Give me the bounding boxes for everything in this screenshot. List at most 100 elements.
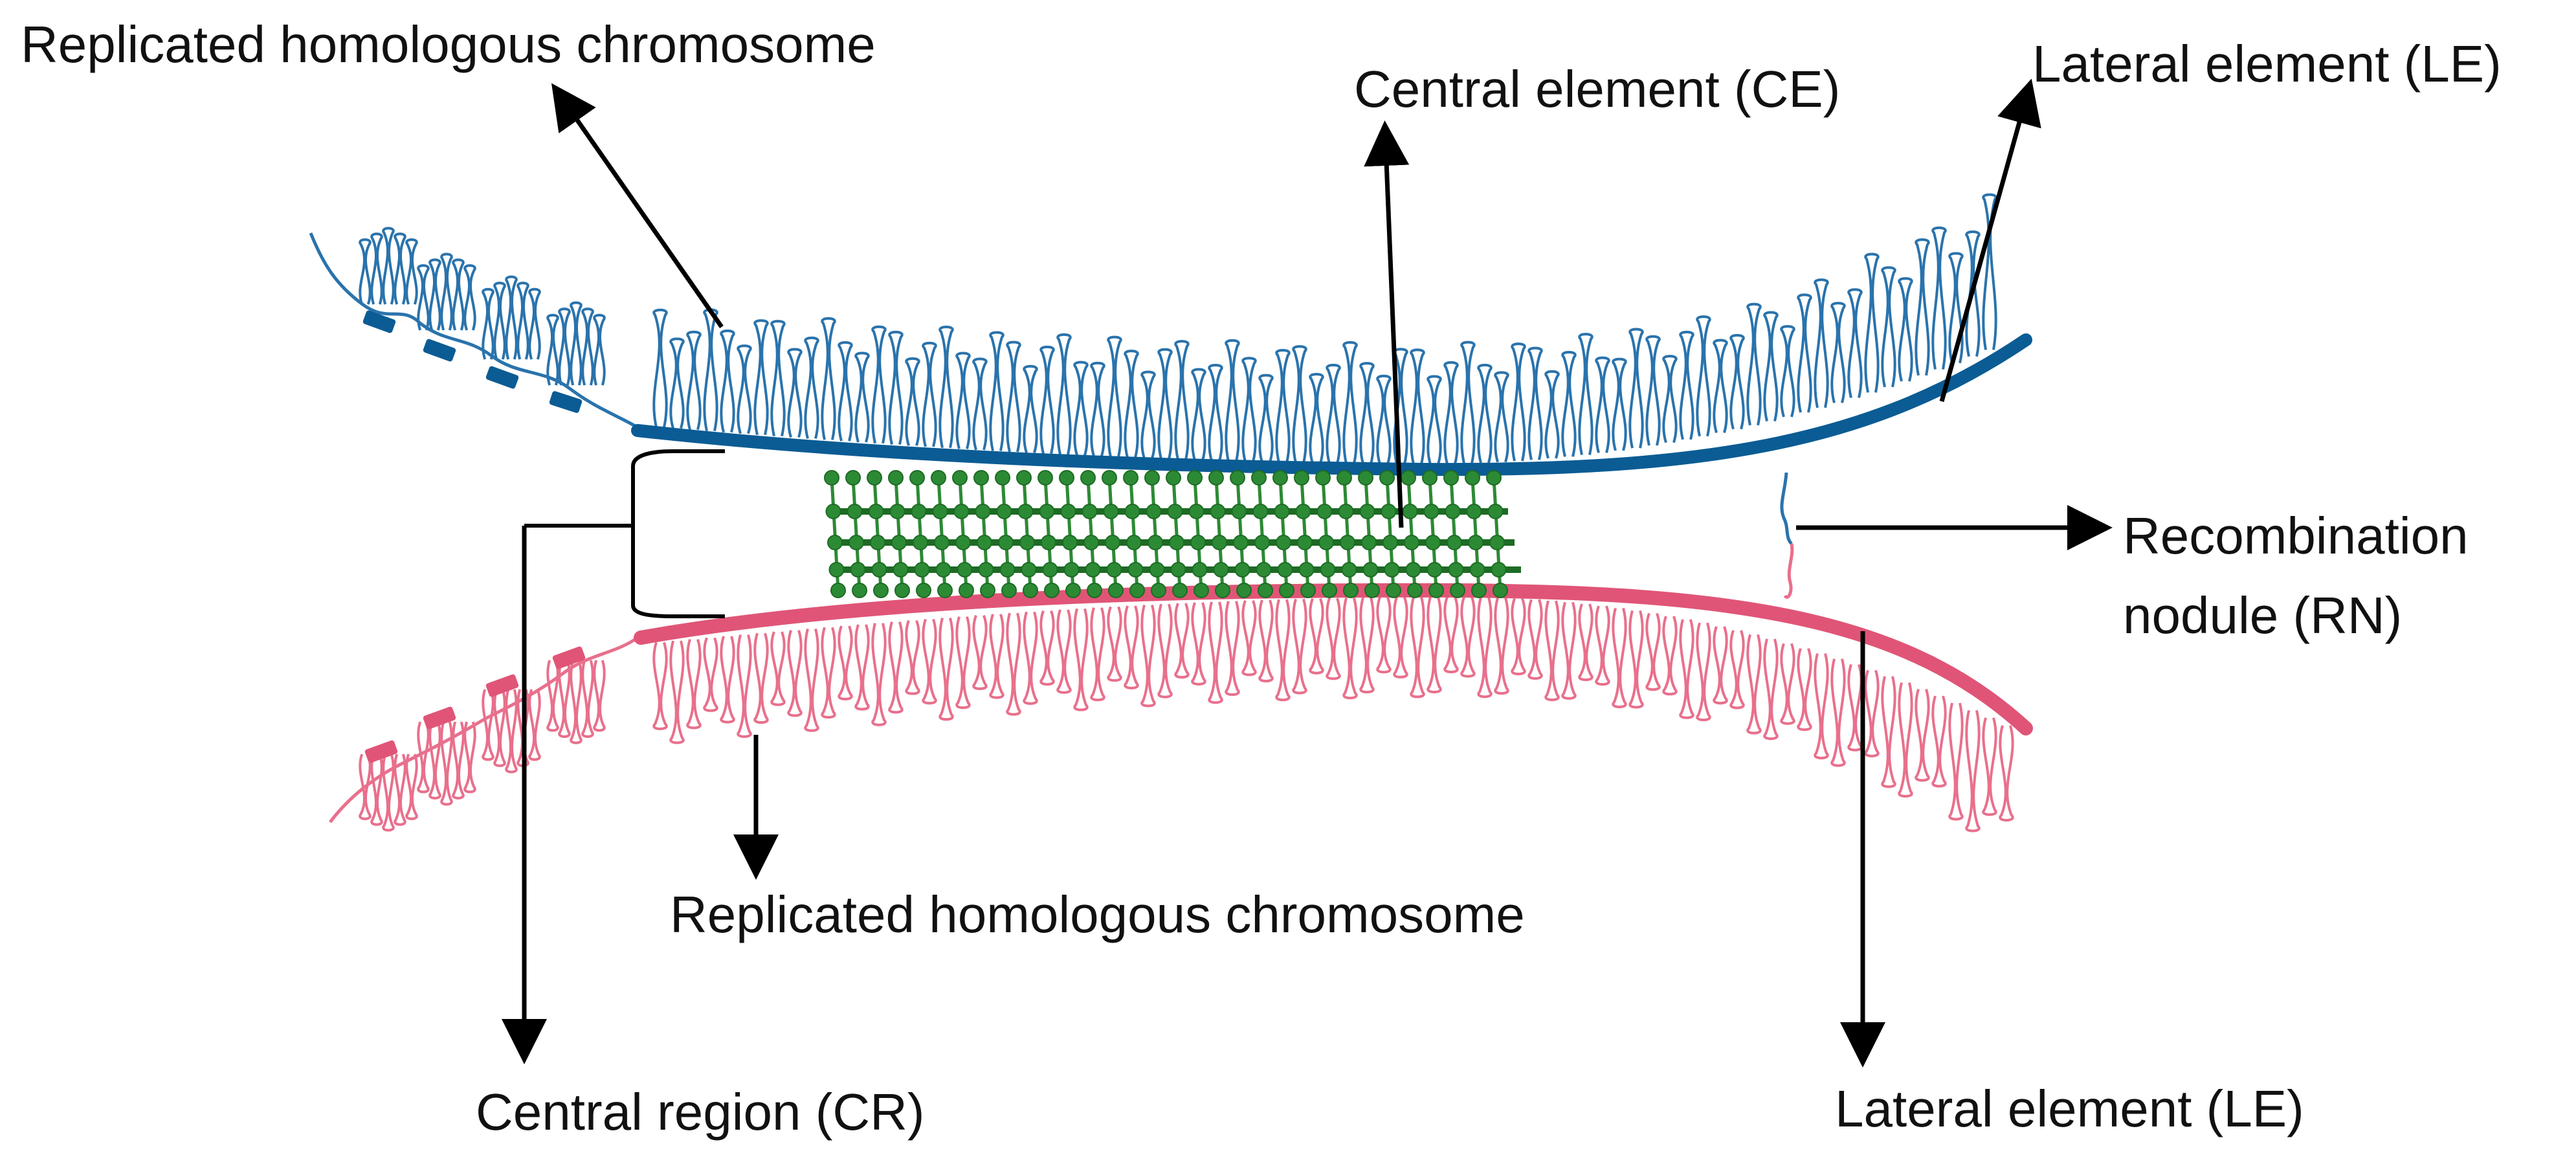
top-left-loop xyxy=(528,287,541,360)
central-element-bead xyxy=(1491,562,1507,577)
top-left-loop xyxy=(394,232,406,305)
central-element-bead xyxy=(1447,535,1462,550)
bottom-left-loop xyxy=(593,660,606,732)
central-element-bead xyxy=(959,583,974,598)
central-element-bead xyxy=(957,562,973,577)
top-chromatin-loop xyxy=(1494,371,1509,463)
central-element-bead xyxy=(1443,470,1459,486)
top-chromatin-loop xyxy=(854,352,870,443)
top-chromatin-loop xyxy=(871,325,887,444)
central-element-bead xyxy=(953,504,970,519)
bottom-chromatin-loop xyxy=(652,642,668,730)
bottom-chromatin-loop xyxy=(1847,664,1863,752)
bottom-axis-segment xyxy=(423,706,456,730)
bottom-left-loop xyxy=(370,754,383,826)
central-element-bead xyxy=(1087,583,1102,598)
bottom-chromatin-loop xyxy=(1999,725,2014,822)
bottom-chromatin-loop xyxy=(770,631,786,706)
central-element-bead xyxy=(1017,504,1034,519)
central-element-bead xyxy=(980,583,995,598)
central-element-bead xyxy=(1085,562,1101,577)
bottom-chromatin-loop xyxy=(1830,658,1846,767)
bottom-chromatin-loop xyxy=(838,625,853,700)
central-element-bead xyxy=(1038,470,1053,486)
central-element-bead xyxy=(1423,504,1439,519)
central-element-bead xyxy=(1187,470,1203,486)
central-element-bead xyxy=(1318,535,1334,550)
central-element-bead xyxy=(1361,535,1377,550)
top-homologous-chromosome xyxy=(309,193,2032,476)
top-chromatin-loop xyxy=(1864,252,1880,393)
bottom-chromatin-loop xyxy=(1140,604,1156,708)
central-element-bead xyxy=(911,504,927,519)
top-chromatin-loop xyxy=(1427,375,1442,465)
top-chromatin-loop xyxy=(905,357,920,446)
top-left-loop xyxy=(493,282,506,360)
top-chromatin-loop xyxy=(686,330,702,431)
top-chromatin-loop xyxy=(1746,302,1762,426)
central-element-bead xyxy=(1297,535,1313,550)
arrow-top-chromosome xyxy=(551,83,724,329)
top-chromatin-loop xyxy=(1561,351,1577,457)
central-element-bead xyxy=(827,535,843,550)
top-left-loop xyxy=(546,313,559,386)
bottom-chromatin-loop xyxy=(1915,689,1930,782)
central-element-bead xyxy=(1469,562,1485,577)
central-element-bead xyxy=(1294,470,1309,486)
central-element-bead xyxy=(1465,470,1480,486)
central-element-bead xyxy=(1208,470,1224,486)
bottom-left-loop xyxy=(394,754,406,826)
central-element-bead xyxy=(1215,583,1230,598)
top-chromatin-loop xyxy=(1090,361,1105,457)
central-element-bead xyxy=(1063,562,1080,577)
central-element-bead xyxy=(1106,562,1122,577)
top-chromatin-loop xyxy=(1174,340,1190,460)
bottom-axis-segment xyxy=(485,674,519,697)
top-chromatin-loop xyxy=(1830,302,1846,403)
top-chromatin-loop xyxy=(1814,278,1829,409)
top-chromatin-loop xyxy=(669,337,685,429)
central-element-bead xyxy=(1234,562,1250,577)
central-element-bead xyxy=(1151,583,1166,598)
bottom-chromatin-loop xyxy=(1696,622,1711,722)
label-lateral-element-bottom: Lateral element (LE) xyxy=(1835,1080,2304,1137)
central-element-bead xyxy=(1320,562,1336,577)
central-element-bead xyxy=(975,504,991,519)
bottom-left-loop xyxy=(482,689,494,761)
central-element-bead xyxy=(1126,535,1142,550)
top-chromatin-loop xyxy=(1898,277,1913,382)
top-left-loop xyxy=(405,238,418,305)
central-element-bead xyxy=(1001,583,1017,598)
bottom-chromatin-loop xyxy=(1241,600,1257,677)
central-element-bead xyxy=(1060,504,1076,519)
top-chromatin-loop xyxy=(1578,333,1593,455)
central-element-bead xyxy=(894,583,910,598)
top-chromosome-tail xyxy=(309,232,639,429)
label-recombination-nodule-line1: Recombination xyxy=(2123,507,2469,565)
central-element-bead xyxy=(1144,470,1160,486)
bottom-chromatin-loop xyxy=(1898,682,1913,798)
bottom-chromatin-loop xyxy=(1511,598,1526,676)
bottom-chromatin-loop xyxy=(1359,597,1375,694)
central-element-bead xyxy=(1402,504,1418,519)
bottom-chromatin-loop xyxy=(871,623,887,726)
central-element-bead xyxy=(867,470,882,486)
central-element-bead xyxy=(1082,504,1098,519)
central-element-bead xyxy=(1129,583,1145,598)
central-element-bead xyxy=(1489,535,1505,550)
top-left-loop xyxy=(382,227,395,305)
central-element-bead xyxy=(1407,583,1423,598)
bottom-chromatin-loop xyxy=(787,630,803,717)
top-chromatin-loop xyxy=(1326,363,1341,464)
bottom-chromatin-loop xyxy=(1763,638,1779,741)
top-chromatin-loop xyxy=(1763,311,1779,422)
bottom-chromatin-loop xyxy=(1645,612,1661,691)
central-region-bracket xyxy=(524,449,725,618)
central-element-bead xyxy=(931,470,946,486)
top-axis-segment xyxy=(423,339,456,362)
central-element-bead xyxy=(955,535,971,550)
top-chromatin-loop xyxy=(1931,226,1947,370)
bottom-chromatin-loop xyxy=(1342,597,1358,700)
bottom-chromatin-loop xyxy=(1410,596,1425,699)
top-chromatin-loop xyxy=(922,341,937,447)
